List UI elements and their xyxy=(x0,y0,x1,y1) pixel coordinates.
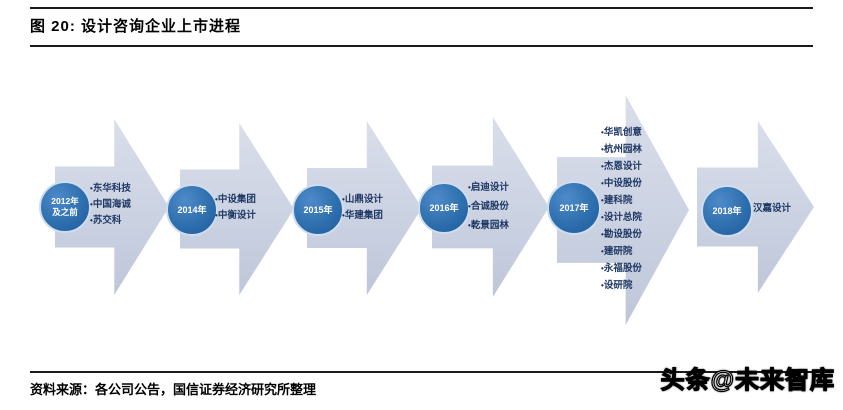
company-item: 中设集团 xyxy=(215,192,256,208)
company-item: 汉嘉设计 xyxy=(753,203,792,214)
year-label: 2018年 xyxy=(712,205,742,216)
company-list-2015: 山鼎设计华建集团 xyxy=(342,192,383,224)
company-item: 永福股份 xyxy=(601,260,642,277)
watermark: 头条@未来智库 xyxy=(660,366,835,394)
footer-rule xyxy=(30,371,813,373)
title-rule-bottom xyxy=(30,45,813,47)
company-item: 乾景园林 xyxy=(468,216,509,235)
company-item: 中衡设计 xyxy=(215,208,256,224)
company-item: 山鼎设计 xyxy=(342,192,383,208)
year-circle-2017: 2017年 xyxy=(547,181,601,235)
year-circle-2015: 2015年 xyxy=(292,184,344,236)
company-item: 苏交科 xyxy=(90,213,131,229)
year-circle-2018: 2018年 xyxy=(701,185,753,237)
year-label-line: 2012年 xyxy=(51,196,79,206)
year-circle-2014: 2014年 xyxy=(166,184,218,236)
company-list-2017: 华凯创意杭州园林杰恩设计中设股份建科院设计总院勘设股份建研院永福股份设研院 xyxy=(601,124,642,294)
year-label-line: 及之前 xyxy=(52,207,78,217)
company-item: 设计总院 xyxy=(601,209,642,226)
year-label: 2016年 xyxy=(429,202,459,213)
year-label: 2014年 xyxy=(177,204,207,215)
company-list-2012: 东华科技中国海诚苏交科 xyxy=(90,181,131,229)
company-item: 杭州园林 xyxy=(601,141,642,158)
year-label: 2015年 xyxy=(303,204,333,215)
figure-title: 图 20: 设计咨询企业上市进程 xyxy=(30,18,242,35)
company-list-2016: 启迪设计合诚股份乾景园林 xyxy=(468,178,509,235)
company-item: 合诚股份 xyxy=(468,197,509,216)
company-item: 建研院 xyxy=(601,243,642,260)
company-item: 设研院 xyxy=(601,277,642,294)
title-rule-top xyxy=(30,7,813,9)
company-list-2018: 汉嘉设计 xyxy=(753,201,791,217)
company-item: 启迪设计 xyxy=(468,178,509,197)
company-item: 东华科技 xyxy=(90,181,131,197)
company-item: 华建集团 xyxy=(342,208,383,224)
company-item: 中设股份 xyxy=(601,175,642,192)
company-item: 勘设股份 xyxy=(601,226,642,243)
year-label: 2017年 xyxy=(559,202,589,213)
year-circle-2012: 2012年 及之前 xyxy=(39,181,91,233)
source-note: 资料来源：各公司公告，国信证券经济研究所整理 xyxy=(30,382,317,397)
company-item: 杰恩设计 xyxy=(601,158,642,175)
year-circle-2016: 2016年 xyxy=(418,182,470,234)
company-item: 华凯创意 xyxy=(601,124,642,141)
company-item: 建科院 xyxy=(601,192,642,209)
company-item: 中国海诚 xyxy=(90,197,131,213)
company-list-2014: 中设集团中衡设计 xyxy=(215,192,256,224)
